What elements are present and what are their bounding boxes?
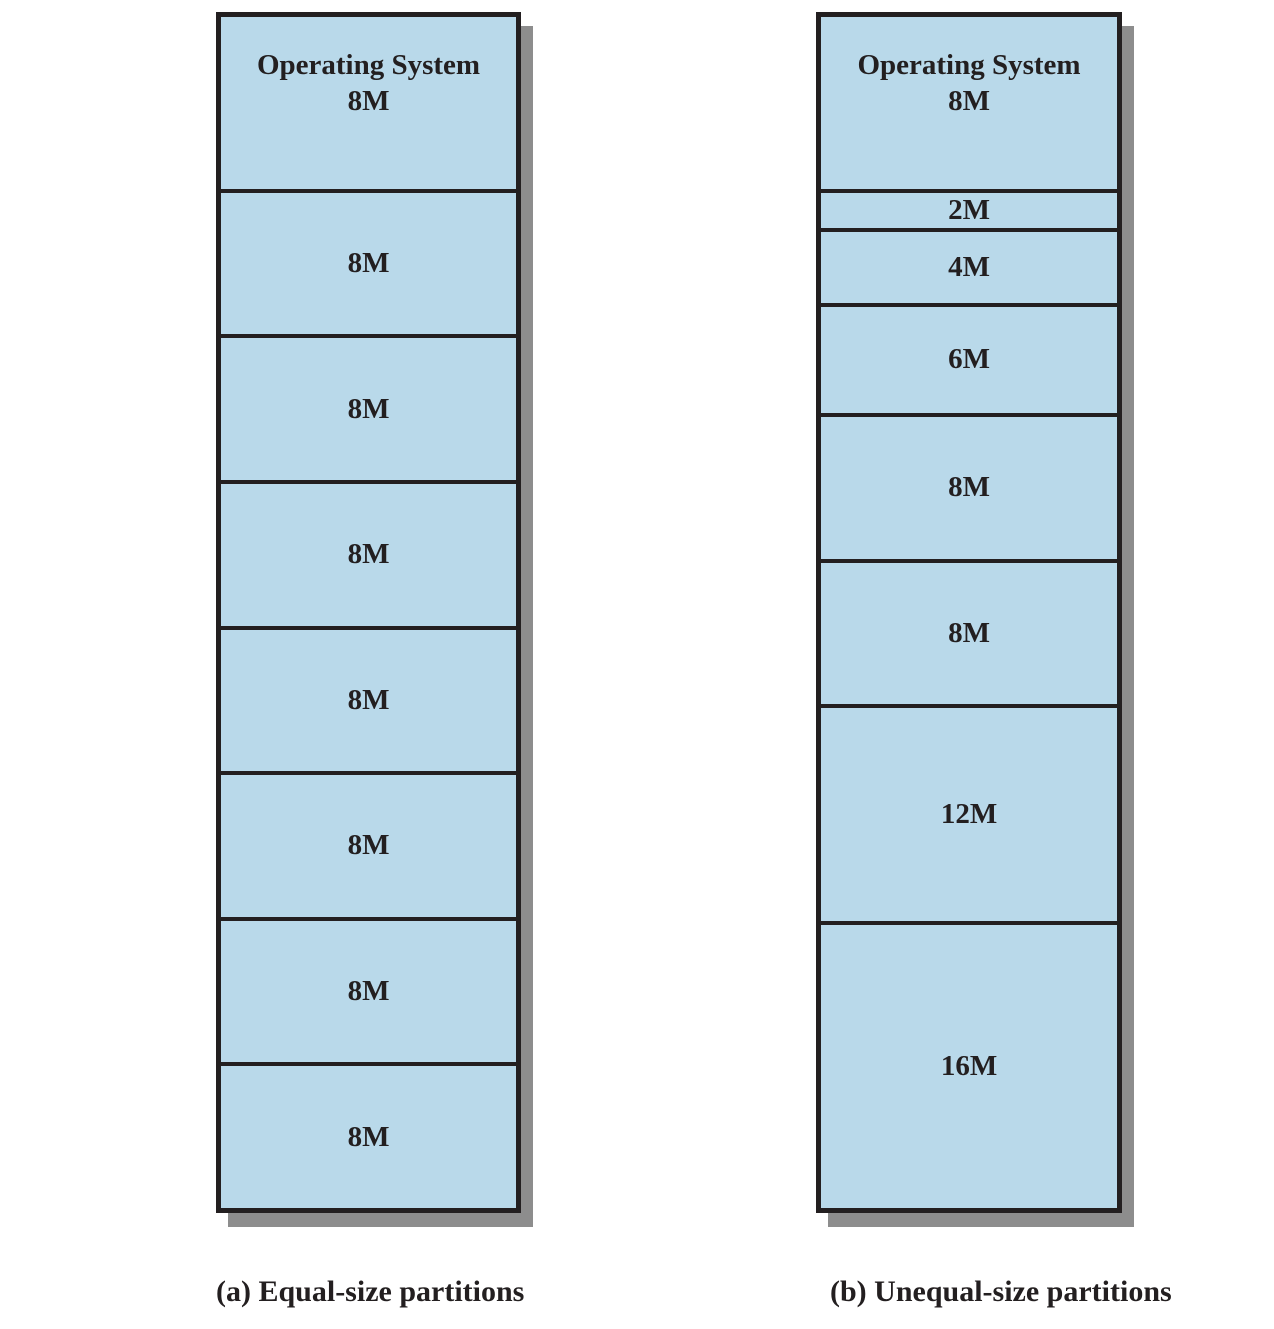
os-size-label: 8M (347, 85, 390, 118)
partition-size-label: 6M (948, 343, 990, 376)
partition-size-label: 16M (940, 1049, 998, 1082)
os-title: Operating System (256, 49, 481, 81)
partition-size-label: 8M (347, 538, 390, 571)
caption-equal-partitions: (a) Equal-size partitions (216, 1275, 525, 1308)
memory-partition: 8M (221, 479, 516, 626)
memory-partition: 8M (221, 625, 516, 772)
partition-size-label: 8M (347, 392, 390, 425)
memory-partition: 4M (821, 228, 1117, 303)
os-title: Operating System (857, 49, 1081, 81)
partition-size-label: 8M (347, 1120, 390, 1153)
memory-partition: 8M (221, 916, 516, 1063)
partition-size-label: 2M (948, 193, 990, 226)
os-partition: Operating System 8M (821, 17, 1117, 189)
partition-size-label: 8M (347, 683, 390, 716)
memory-partition: 2M (821, 188, 1117, 228)
memory-partition: 8M (221, 334, 516, 480)
partition-size-label: 8M (347, 829, 390, 862)
partition-size-label: 12M (940, 798, 998, 831)
os-size-label: 8M (948, 85, 990, 118)
memory-column-unequal-partitions: Operating System 8M 2M 4M 6M 8M 8M 12M 16M (816, 12, 1122, 1213)
partition-size-label: 8M (948, 617, 990, 649)
memory-partition: 16M (821, 920, 1117, 1208)
partition-size-label: 4M (948, 250, 990, 283)
memory-column-equal-partitions: Operating System 8M 8M 8M 8M 8M 8M 8M 8M (216, 12, 521, 1213)
memory-partition: 6M (821, 302, 1117, 413)
caption-unequal-partitions: (b) Unequal-size partitions (830, 1275, 1172, 1308)
partition-size-label: 8M (948, 471, 990, 504)
partition-size-label: 8M (347, 246, 390, 279)
partition-size-label: 8M (347, 975, 390, 1008)
os-partition: Operating System 8M (221, 17, 516, 189)
memory-partition: 8M (821, 413, 1117, 559)
memory-partition: 8M (221, 771, 516, 917)
memory-partition: 8M (821, 558, 1117, 705)
memory-partition: 12M (821, 704, 1117, 920)
memory-partition: 8M (221, 188, 516, 335)
memory-partition: 8M (221, 1062, 516, 1208)
